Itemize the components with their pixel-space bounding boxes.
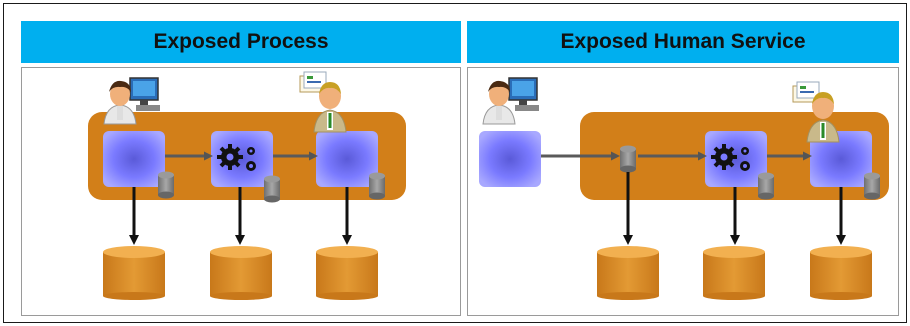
activity-box <box>103 131 165 187</box>
panel-title: Exposed Human Service <box>560 30 806 53</box>
database-icon <box>369 172 385 200</box>
activity-box <box>316 131 378 187</box>
panel-title: Exposed Process <box>153 30 329 53</box>
user-with-forms-icon <box>299 71 347 133</box>
database-icon <box>316 246 378 300</box>
gears-icon <box>217 144 256 171</box>
database-icon <box>158 171 174 199</box>
panel-header-exposed-human-service: Exposed Human Service <box>467 21 899 63</box>
database-icon <box>210 246 272 300</box>
database-icon <box>703 246 765 300</box>
database-icon <box>103 246 165 300</box>
panel-header-exposed-process: Exposed Process <box>21 21 461 63</box>
database-icon <box>758 172 774 200</box>
database-icon <box>264 175 280 203</box>
user-at-computer-icon <box>103 77 160 125</box>
gears-icon <box>711 144 750 171</box>
database-icon <box>597 246 659 300</box>
activity-box <box>479 131 541 187</box>
database-icon <box>864 172 880 200</box>
activity-box <box>810 131 872 187</box>
database-icon <box>620 145 636 173</box>
user-at-computer-icon <box>482 77 539 125</box>
database-icon <box>810 246 872 300</box>
user-with-forms-icon <box>792 81 840 143</box>
